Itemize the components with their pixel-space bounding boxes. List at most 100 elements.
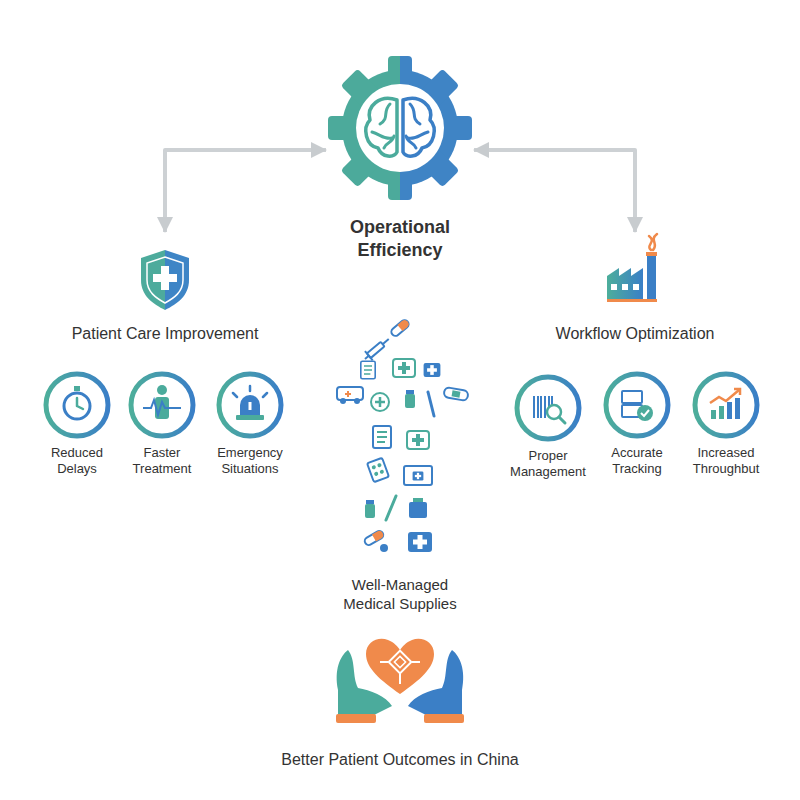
double-arrow-connector (165, 150, 326, 232)
ring-outline (692, 371, 760, 439)
patient-pulse-icon (143, 385, 181, 419)
shield-node: Patient Care Improvement (65, 232, 265, 344)
barcode-magnifier-icon-part (559, 417, 565, 423)
node-label: Accurate Tracking (594, 445, 680, 477)
supplies-arrow-icons-part (408, 532, 432, 552)
patient-pulse-icon-part (143, 400, 181, 415)
node-label: Better Patient Outcomes in China (281, 750, 518, 770)
caring-hands-icon-part (424, 714, 464, 723)
supplies-arrow-icons-part (409, 498, 427, 518)
supplies-arrow-icons-part-part (413, 498, 423, 502)
ring-outline (43, 371, 111, 439)
supplies-arrow-icons-part-part (404, 466, 432, 485)
ring-circle (606, 374, 668, 436)
growth-chart-icon-part (735, 398, 740, 419)
caring-hands-icon-part (337, 650, 392, 715)
stopwatch-icon (64, 386, 90, 419)
supplies-arrow-icons-part (393, 359, 415, 377)
caring-hands-icon-part (366, 639, 434, 694)
supplies-arrow-icons-part-part (409, 502, 427, 518)
ring-circle (46, 374, 108, 436)
caring-hands-icon (336, 639, 464, 723)
growth-chart-icon-part (711, 410, 716, 419)
siren-icon-part (236, 415, 264, 420)
caring-hands-icon-part (394, 656, 405, 667)
supplies-arrow-icons-part-part (337, 387, 363, 400)
factory-icon-part (646, 252, 657, 256)
ring-outline (514, 374, 582, 442)
node-label: Workflow Optimization (556, 324, 715, 344)
supplies-arrow-icons-part (424, 363, 441, 377)
supplies-arrow-icons-part (365, 500, 375, 518)
boxes-check-icon-part (637, 405, 653, 421)
icon-circle-node: Increased Throughbut (683, 371, 769, 481)
icon-circle-node: Reduced Delays (34, 371, 120, 481)
ring-circle (219, 374, 281, 436)
boxes-check-icon (622, 391, 653, 421)
factory-icon-part (633, 284, 639, 290)
growth-chart-icon-part (734, 389, 740, 395)
growth-chart-icon-part (727, 402, 732, 419)
node-label: Proper Management (505, 448, 591, 480)
supplies-arrow-icons-part (407, 431, 429, 449)
icon-circle-node: Faster Treatment (119, 371, 205, 481)
ring-outline (603, 371, 671, 439)
shield-icon-part (153, 274, 177, 282)
stopwatch-icon-part (74, 386, 80, 391)
shield-icon-part (147, 257, 183, 303)
factory-icon-part (607, 268, 643, 302)
node-label: Emergency Situations (207, 445, 293, 477)
supplies-arrow-icons-part-part (340, 398, 346, 404)
ring-outline (128, 371, 196, 439)
caring-hands-icon-part (380, 662, 420, 684)
supplies-arrow-icons-part-part (379, 469, 384, 474)
stopwatch-icon-part (64, 393, 90, 419)
growth-chart-icon (710, 389, 740, 419)
supplies-arrow-icons-part (404, 466, 432, 485)
supplies-arrow-icons-part-part (377, 463, 382, 468)
gear-brain-icon-part (366, 98, 397, 156)
shield-icon (141, 250, 189, 310)
gear-brain-icon-part (400, 56, 472, 200)
patient-pulse-icon-part (155, 397, 169, 419)
supplies-arrow-icons-part (373, 426, 391, 448)
stopwatch-icon-part (77, 398, 83, 409)
growth-chart-icon-part (710, 390, 739, 403)
supplies-arrow-node: Well-Managed Medical Supplies (320, 315, 480, 613)
supplies-arrow-icons-part (443, 387, 468, 401)
patient-pulse-icon-part (157, 385, 167, 395)
supplies-arrow-icons-part (337, 387, 363, 404)
supplies-arrow-icons-part (380, 544, 388, 552)
supplies-arrow-icons-part (371, 393, 389, 411)
caring-hands-icon-part (336, 714, 376, 723)
barcode-magnifier-icon-part (547, 405, 561, 419)
supplies-arrow-icons-part (386, 496, 396, 520)
caring-hands-icon-part (408, 650, 463, 715)
siren-icon-part (233, 386, 267, 397)
node-label: Faster Treatment (119, 445, 205, 477)
supplies-arrow-icons-part (363, 530, 384, 547)
gear-brain-icon-part (356, 84, 444, 172)
double-arrow-connector (474, 150, 635, 232)
shield-icon-part (141, 250, 189, 310)
supplies-arrow-icons-part-part (374, 471, 379, 476)
supplies-arrow-icons-part-part (375, 397, 385, 407)
supplies-arrow-icons-part (361, 334, 392, 363)
supplies-arrow-icons-part-part (354, 398, 360, 404)
growth-chart-icon-part (719, 406, 724, 419)
siren-icon (233, 386, 267, 420)
icon-circle-node: Proper Management (505, 374, 591, 484)
icon-circle-node: Emergency Situations (207, 371, 293, 481)
gear-brain-icon-part (372, 104, 394, 148)
supplies-arrow-icons-part (428, 392, 434, 416)
siren-icon-part (240, 395, 260, 415)
gear-brain-icon-part (328, 56, 400, 200)
factory-icon-part (649, 234, 657, 250)
boxes-check-icon-part (641, 410, 649, 416)
outcome-node: Better Patient Outcomes in China (240, 640, 560, 770)
supplies-arrow-icons-part-part (371, 393, 389, 411)
factory-icon-part (647, 254, 656, 302)
supplies-arrow-icons-part-part (345, 391, 351, 397)
